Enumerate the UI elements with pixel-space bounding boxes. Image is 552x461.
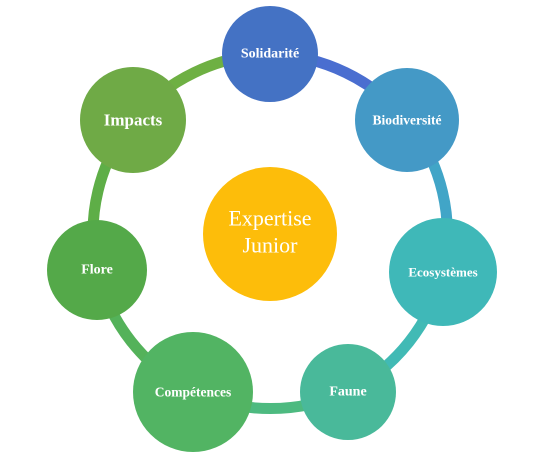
node-solidarite: Solidarité: [222, 6, 318, 102]
node-ecosystemes: Ecosystèmes: [389, 218, 497, 326]
node-circle-flore: [47, 220, 147, 320]
node-circle-faune: [300, 344, 396, 440]
node-label-ecosystemes: Ecosystèmes: [408, 265, 477, 280]
node-label-solidarite: Solidarité: [241, 47, 299, 62]
node-label-competences: Compétences: [155, 385, 231, 400]
node-impacts: Impacts: [80, 67, 186, 173]
node-competences: Compétences: [133, 332, 253, 452]
node-faune: Faune: [300, 344, 396, 440]
node-biodiversite: Biodiversité: [355, 68, 459, 172]
node-label-faune: Faune: [329, 385, 366, 400]
node-label-flore: Flore: [81, 263, 113, 278]
node-circle-solidarite: [222, 6, 318, 102]
node-circle-competences: [133, 332, 253, 452]
node-circle-ecosystemes: [389, 218, 497, 326]
node-flore: Flore: [47, 220, 147, 320]
center-label-line2: Junior: [243, 233, 299, 258]
center-label-line1: Expertise: [228, 206, 311, 231]
node-circle-impacts: [80, 67, 186, 173]
center-node: Expertise Junior: [203, 167, 337, 301]
node-circle-biodiversite: [355, 68, 459, 172]
node-label-impacts: Impacts: [104, 111, 163, 130]
node-label-biodiversite: Biodiversité: [373, 113, 442, 128]
center-circle: [203, 167, 337, 301]
